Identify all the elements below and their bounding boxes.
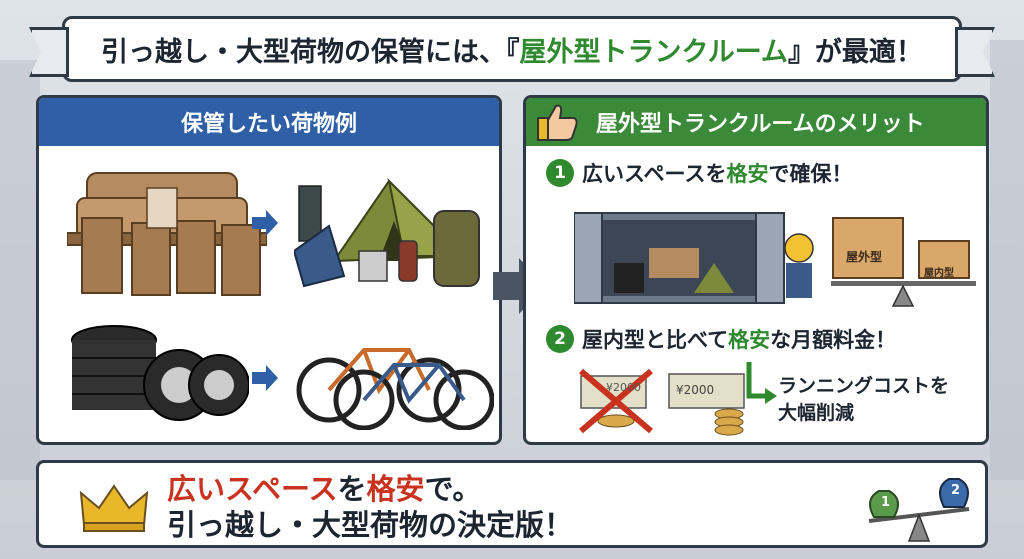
arrow-right-icon (252, 210, 278, 236)
title-prefix: 引っ越し・大型荷物の保管には、『 (101, 36, 520, 68)
ribbon-left (29, 27, 69, 77)
merit-1: 1 広いスペースを格安で確保！ (546, 158, 852, 188)
box-seesaw-illustration (831, 217, 976, 307)
bottom-mid: を (337, 472, 367, 506)
running-cost-text: ランニングコストを 大幅削減 (778, 373, 949, 427)
thumbs-up-icon (537, 104, 578, 141)
bg-building-right (990, 40, 1024, 480)
merit-1-highlight: 格安 (726, 162, 769, 186)
bicycles-illustration (296, 348, 494, 430)
merit-2-number: 2 (546, 325, 574, 353)
camping-gear-illustration (294, 177, 480, 288)
merit-2-before: 屋内型と比べて (582, 328, 729, 352)
items-panel: 保管したい荷物例 (36, 95, 502, 445)
box-indoor-label: 屋内型 (924, 268, 954, 279)
money-bill-icon (668, 373, 745, 436)
arrow-right-icon (252, 365, 278, 391)
title-banner: 引っ越し・大型荷物の保管には、『屋外型トランクルーム』が最適！ (29, 16, 995, 82)
scale-left-number: 1 (881, 495, 891, 510)
merit-2-highlight: 格安 (728, 328, 771, 352)
bottom-line1: 広いスペースを格安で。 (167, 471, 573, 507)
bg-building-left (0, 60, 40, 480)
scale-right-number: 2 (951, 483, 961, 498)
merit-1-before: 広いスペースを (582, 162, 727, 186)
crown-icon (79, 484, 149, 532)
storage-container-illustration (574, 212, 814, 304)
title-suffix: 』が最適！ (787, 36, 923, 68)
crossed-money-icon (579, 368, 653, 434)
bottom-end: で。 (424, 472, 482, 506)
merits-header-text: 屋外型トランクルームのメリット (596, 112, 925, 137)
down-right-arrow-icon (746, 362, 777, 404)
merit-1-after: で確保！ (768, 162, 853, 186)
merit-2-after: な月額料金！ (770, 328, 897, 352)
ribbon-right (955, 27, 995, 77)
merits-panel-header: 屋外型トランクルームのメリット (526, 98, 986, 146)
box-outdoor-label: 屋外型 (846, 250, 883, 264)
sofa-chairs-illustration (67, 172, 267, 296)
merits-panel: 屋外型トランクルームのメリット 1 広いスペースを格安で確保！ 屋外型 屋内型 … (523, 95, 989, 445)
bottom-line2: 引っ越し・大型荷物の決定版！ (167, 508, 574, 542)
running-cost-line2: 大幅削減 (778, 402, 855, 424)
money-bag-scale-icon (868, 478, 970, 542)
bottom-highlight-space: 広いスペース (167, 472, 338, 506)
bottom-panel: 広いスペースを格安で。 引っ越し・大型荷物の決定版！ 1 2 (36, 460, 988, 548)
title-highlight: 屋外型トランクルーム (519, 36, 788, 68)
items-panel-header: 保管したい荷物例 (39, 98, 499, 146)
running-cost-line1: ランニングコストを (778, 375, 950, 397)
merit-1-number: 1 (546, 159, 574, 187)
bottom-highlight-cheap: 格安 (366, 472, 425, 506)
bill-left-text: ¥2000 (606, 381, 641, 394)
tires-illustration (71, 325, 249, 421)
bill-right-text: ¥2000 (676, 383, 715, 397)
merit-2: 2 屋内型と比べて格安な月額料金！ (546, 324, 896, 354)
bottom-message: 広いスペースを格安で。 引っ越し・大型荷物の決定版！ (167, 471, 573, 543)
